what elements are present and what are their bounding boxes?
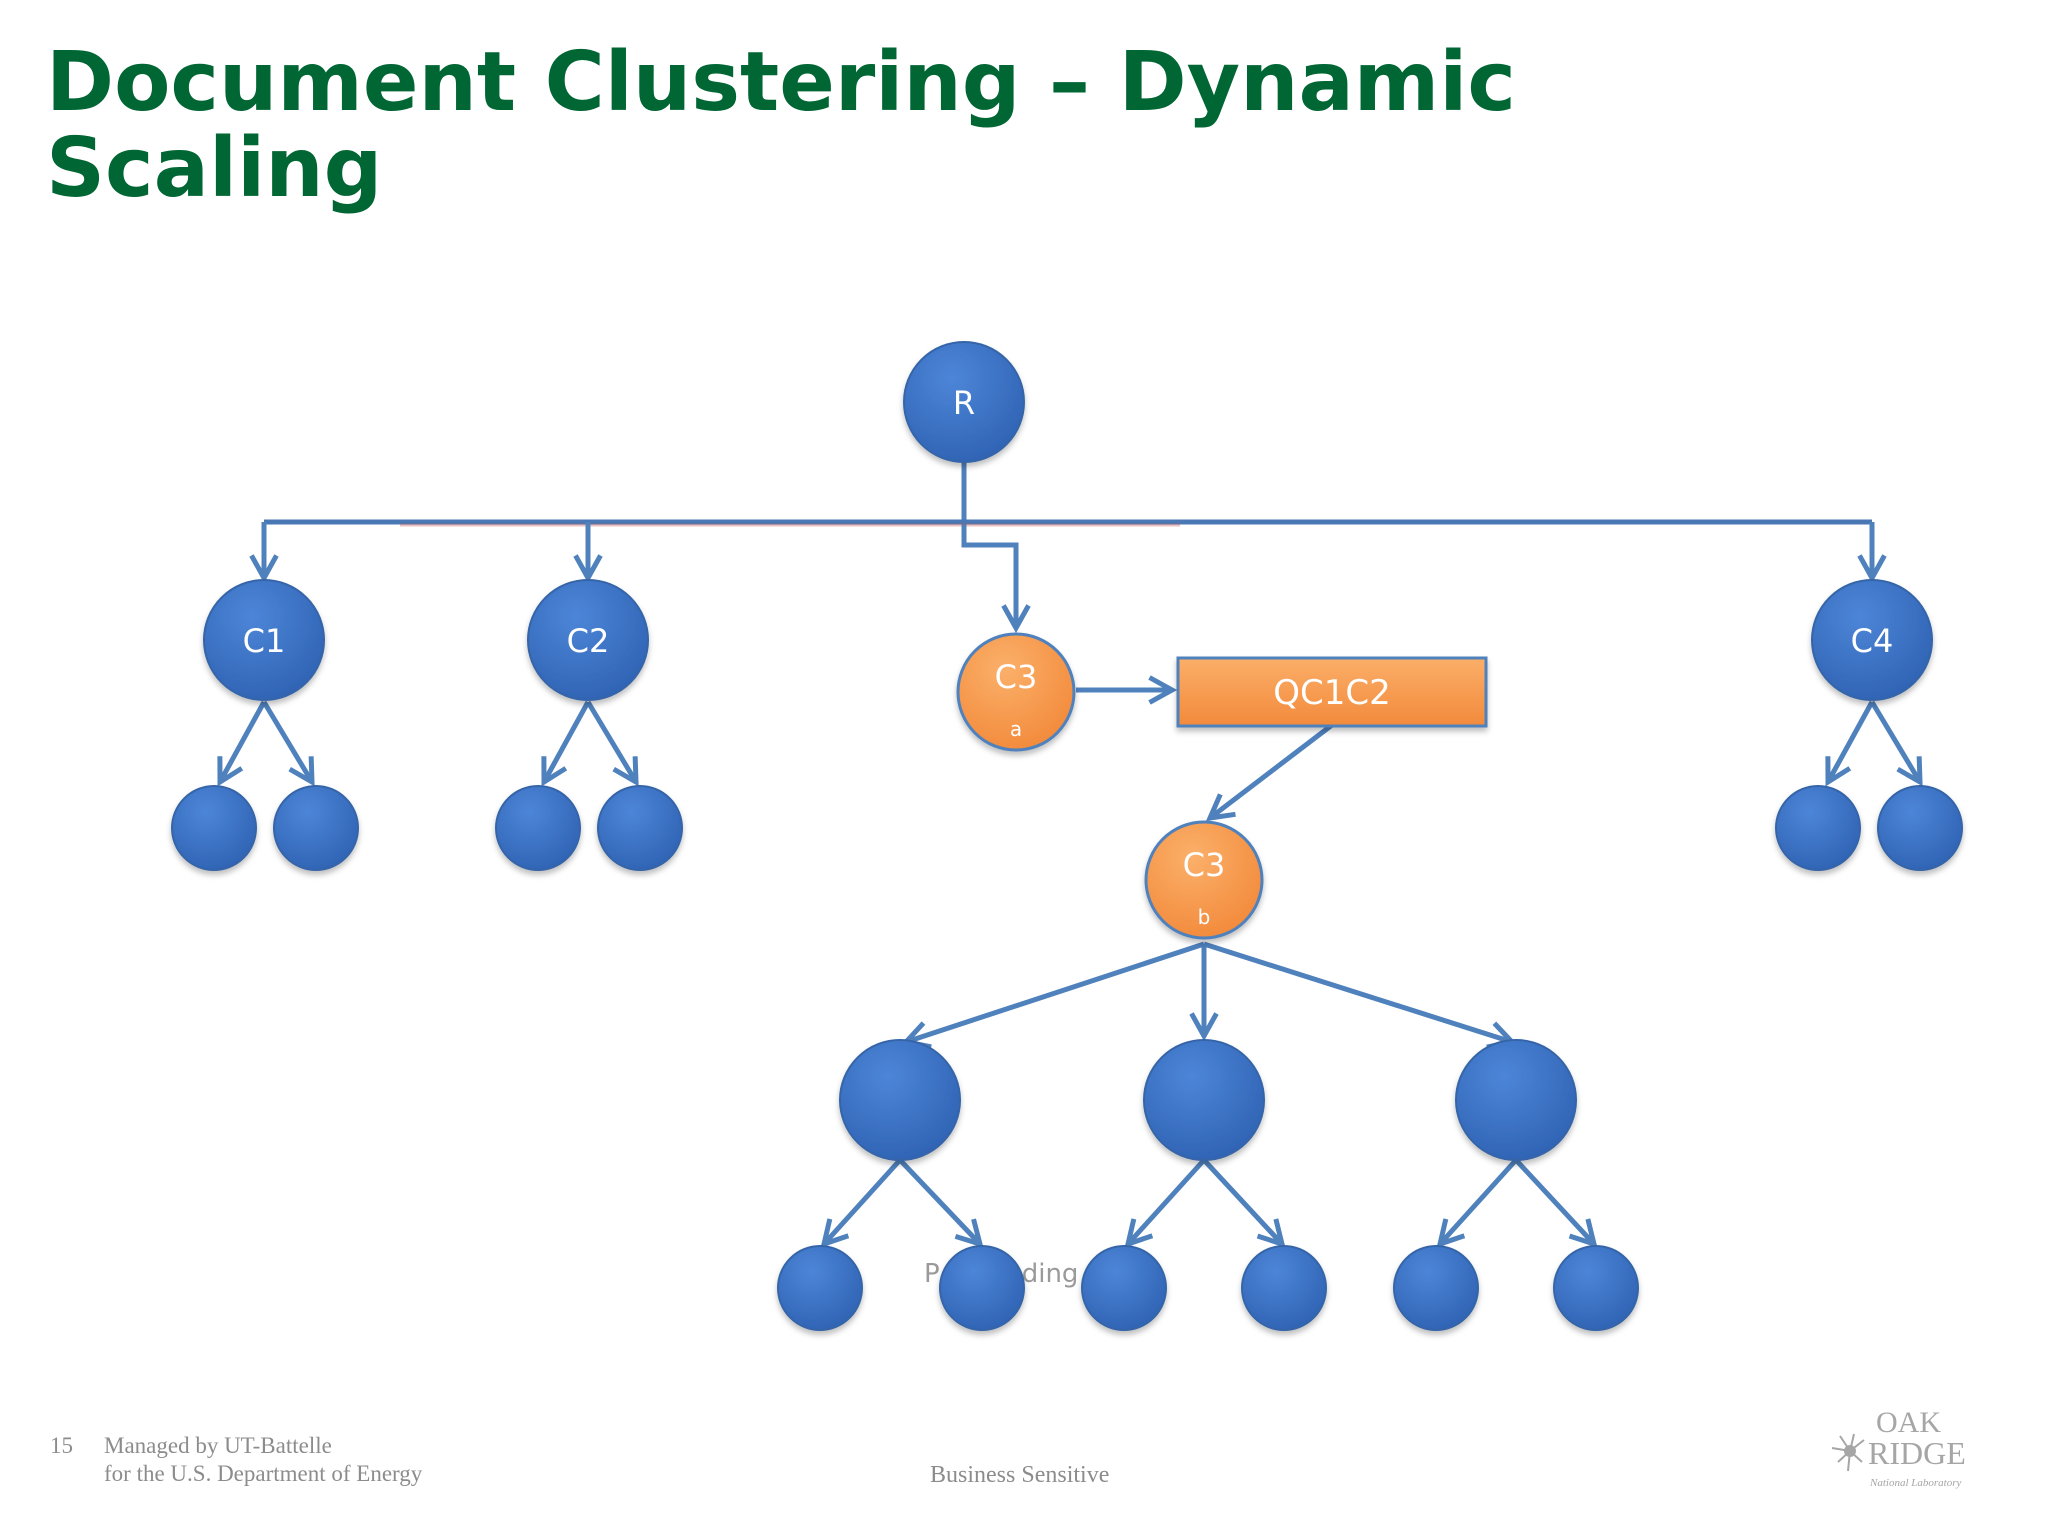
node-c4-label: C4 [1851,622,1894,660]
footer-center: Business Sensitive [930,1462,1110,1488]
connector-c1-left [220,700,267,782]
leaf-bottom-1 [777,1245,863,1331]
node-c3b-sublabel: b [1198,905,1211,929]
connectors [220,462,1920,1244]
leaf-c4-left [1775,785,1861,871]
connector-l2c-right [1514,1158,1594,1244]
leaf-c2-left [495,785,581,871]
page-number: 15 [50,1433,73,1458]
queue-label: QC1C2 [1273,673,1391,713]
connector-l2a-right [898,1158,980,1244]
leaf-nodes-bottom [777,1245,1639,1331]
node-c2-label: C2 [567,622,610,660]
node-root-label: R [953,384,975,422]
node-c3a: C3 a [956,632,1076,752]
connector-l2b-right [1202,1158,1282,1244]
node-c3a-sublabel: a [1010,717,1022,741]
node-c3a-label: C3 [995,658,1038,696]
queue-box: QC1C2 [1176,656,1488,728]
connector-c3a [961,525,1016,628]
oak-leaf-icon [1831,1433,1865,1472]
leaf-c1-right [273,785,359,871]
connector-c4-left [1828,700,1875,782]
leaf-bottom-4 [1241,1245,1327,1331]
footer-credit-line-2: for the U.S. Department of Energy [104,1461,423,1486]
leaf-nodes-top [171,785,1963,871]
node-c2: C2 [527,579,649,701]
node-root: R [903,341,1025,463]
title-line-2: Scaling [46,121,383,216]
leaf-bottom-2 [939,1245,1025,1331]
connector-c2-left [544,700,591,782]
connector-queue-c3b [1210,723,1334,818]
node-c1: C1 [203,579,325,701]
node-c3b-label: C3 [1183,846,1226,884]
slide-title: Document Clustering – Dynamic Scaling [46,40,1746,212]
logo-line-1: OAK [1876,1406,1941,1439]
logo-line-2: RIDGE [1868,1435,1966,1471]
leaf-bottom-3 [1081,1245,1167,1331]
connector-c3b-left [906,941,1205,1042]
node-c3b: C3 b [1144,820,1264,940]
connector-c2-right [585,700,636,782]
c3b-child-left [839,1039,961,1161]
c3b-child-mid [1143,1039,1265,1161]
connector-l2c-left [1440,1158,1518,1244]
c3b-child-right [1455,1039,1577,1161]
footer-credit-line-1: Managed by UT-Battelle [104,1433,332,1458]
node-c4: C4 [1811,579,1933,701]
connector-l2a-left [824,1158,902,1244]
leaf-c4-right [1877,785,1963,871]
leaf-bottom-6 [1553,1245,1639,1331]
connector-c4-right [1869,700,1920,782]
footer-credit: Managed by UT-Battelle for the U.S. Depa… [104,1432,604,1488]
node-c1-label: C1 [243,622,286,660]
logo-line-3: National Laboratory [1869,1477,1961,1489]
leaf-bottom-5 [1393,1245,1479,1331]
title-line-1: Document Clustering – Dynamic [46,35,1516,130]
oak-ridge-logo: OAK RIDGE National Laboratory [1831,1406,1966,1489]
connector-l2b-left [1128,1158,1206,1244]
connector-c3b-right [1203,941,1512,1042]
c3b-children [839,1039,1577,1161]
connector-c1-right [261,700,312,782]
leaf-c1-left [171,785,257,871]
leaf-c2-right [597,785,683,871]
